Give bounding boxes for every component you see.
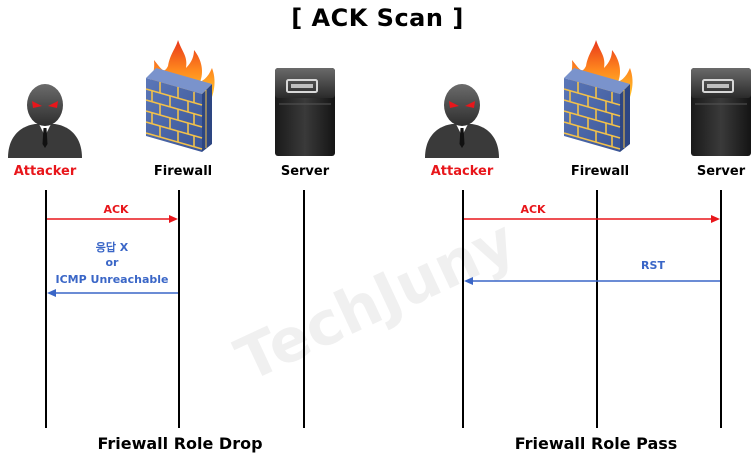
right-ack-arrow (464, 215, 720, 223)
right-caption: Friewall Role Pass (515, 434, 678, 453)
left-ack-arrow (47, 215, 178, 223)
right-scenario: Attacker Firewall Server ACK RST Friewal… (425, 39, 752, 453)
right-rst-label: RST (641, 259, 665, 272)
watermark: TechJuny (226, 206, 526, 396)
diagram-title: [ ACK Scan ] (291, 4, 464, 32)
left-server-icon (274, 67, 336, 157)
left-firewall-label: Firewall (154, 164, 212, 179)
right-server-label: Server (697, 164, 746, 179)
left-scenario: Attacker Firewall Server ACK 응답 X or ICM… (8, 39, 336, 453)
left-caption: Friewall Role Drop (97, 434, 262, 453)
left-server-label: Server (281, 164, 330, 179)
right-ack-label: ACK (520, 203, 546, 216)
left-reply-line-1: 응답 X (96, 240, 129, 254)
left-reply-line-2: or (106, 256, 120, 269)
right-firewall-label: Firewall (571, 164, 629, 179)
right-attacker-label: Attacker (431, 164, 494, 179)
right-server-icon (690, 67, 752, 157)
left-ack-label: ACK (103, 203, 129, 216)
right-firewall-icon (563, 39, 634, 153)
right-rst-arrow (464, 277, 720, 285)
right-attacker-icon (425, 84, 499, 158)
left-reply-line-3: ICMP Unreachable (56, 273, 169, 286)
left-attacker-label: Attacker (14, 164, 77, 179)
left-attacker-icon (8, 84, 82, 158)
left-reply-arrow (47, 289, 178, 297)
left-firewall-icon (145, 39, 216, 153)
